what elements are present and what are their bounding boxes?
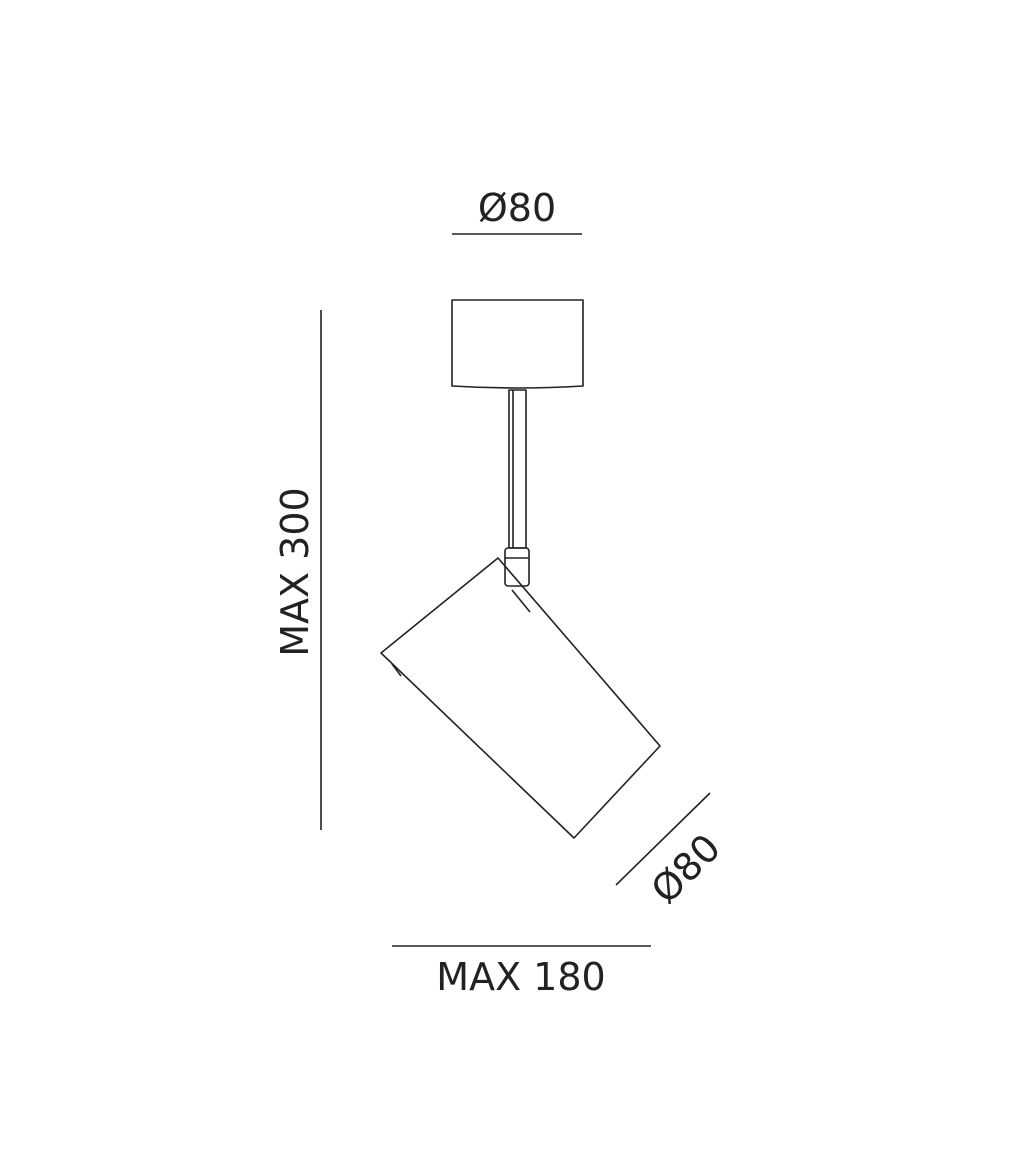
head-diameter-line <box>615 792 711 886</box>
spotlight-fixture <box>380 299 661 839</box>
height-dimension: MAX 300 <box>273 310 322 830</box>
top-diameter-label: Ø80 <box>478 186 556 230</box>
width-dimension: MAX 180 <box>392 945 651 999</box>
lamp-head <box>380 557 661 839</box>
height-label: MAX 300 <box>273 487 317 656</box>
lamp-head-detail <box>391 663 402 677</box>
head-diameter-dimension: Ø80 <box>615 792 729 912</box>
ceiling-canopy <box>451 299 584 389</box>
stem <box>508 389 527 549</box>
head-diameter-label: Ø80 <box>643 826 729 912</box>
top-diameter-dimension: Ø80 <box>452 186 582 235</box>
width-label: MAX 180 <box>436 955 605 999</box>
lamp-head-mount <box>511 589 531 613</box>
